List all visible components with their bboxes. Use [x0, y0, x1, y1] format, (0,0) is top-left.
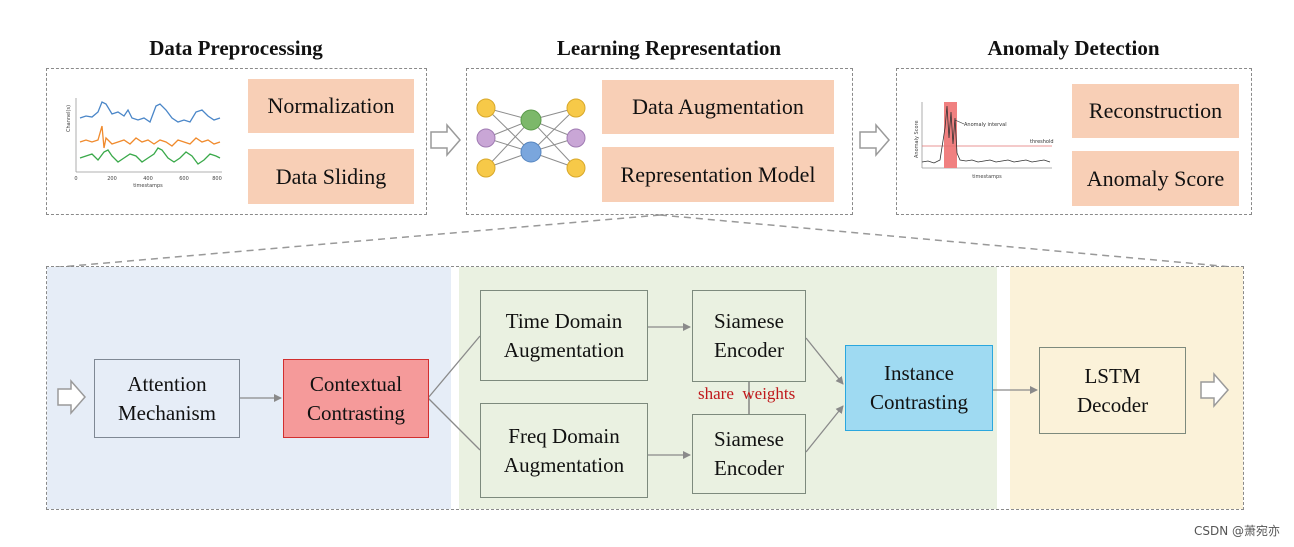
output-node-1: [566, 98, 586, 118]
thumbnail-tick-4: 800: [212, 176, 222, 182]
step-data-augmentation: Data Augmentation: [602, 80, 834, 134]
entry-arrow-icon: [57, 379, 86, 415]
output-node-2: [566, 128, 586, 148]
step-data-sliding: Data Sliding: [248, 149, 414, 204]
anomaly-xlabel: timestamps: [972, 174, 1002, 180]
thumbnail-tick-3: 600: [179, 176, 189, 182]
attention-mechanism-node: Attention Mechanism: [94, 359, 240, 438]
anomaly-interval: [944, 102, 957, 168]
hidden-node-1: [520, 109, 542, 131]
share-weights-label: share weights: [698, 384, 796, 403]
output-node-3: [566, 158, 586, 178]
contextual-contrasting-node: Contextual Contrasting: [283, 359, 429, 438]
anomaly-ylabel: Anomaly Score: [914, 120, 920, 158]
siamese-encoder-bottom-node: Siamese Encoder: [692, 414, 806, 494]
freq-domain-augmentation-node: Freq Domain Augmentation: [480, 403, 648, 498]
time-domain-augmentation-node: Time Domain Augmentation: [480, 290, 648, 381]
step-anomaly-score: Anomaly Score: [1072, 151, 1239, 206]
input-node-1: [476, 98, 496, 118]
thumbnail-tick-2: 400: [143, 176, 153, 182]
stage-arrow-icon-1: [430, 122, 461, 158]
step-reconstruction: Reconstruction: [1072, 84, 1239, 138]
zoom-line-left: [47, 214, 661, 269]
hidden-node-2: [520, 141, 542, 163]
step-normalization: Normalization: [248, 79, 414, 133]
input-node-2: [476, 128, 496, 148]
detail-panel-border: [46, 266, 1244, 510]
thumbnail-tick-0: 0: [74, 176, 77, 182]
lstm-decoder-node: LSTM Decoder: [1039, 347, 1186, 434]
stage-title-representation: Learning Representation: [556, 36, 782, 60]
stage-title-preprocessing: Data Preprocessing: [149, 36, 323, 60]
thumbnail-xlabel: timestamps: [133, 183, 163, 189]
watermark: CSDN @萧宛亦: [1193, 524, 1280, 538]
input-node-3: [476, 158, 496, 178]
series-blue: [79, 101, 221, 123]
siamese-encoder-top-node: Siamese Encoder: [692, 290, 806, 382]
series-orange: [79, 125, 221, 149]
series-green: [79, 147, 221, 165]
thumbnail-ylabel: Channel(s): [66, 105, 72, 132]
threshold-label: threshold: [1030, 139, 1054, 145]
zoom-line-right: [659, 214, 1244, 269]
stage-arrow-icon-2: [859, 122, 890, 158]
anomaly-score-line: [921, 105, 1051, 164]
instance-contrasting-node: Instance Contrasting: [845, 345, 993, 431]
anomaly-interval-label: Anomaly interval: [964, 122, 1007, 128]
exit-arrow-icon: [1200, 372, 1229, 408]
step-representation-model: Representation Model: [602, 147, 834, 202]
stage-title-detection: Anomaly Detection: [987, 36, 1160, 60]
thumbnail-tick-1: 200: [107, 176, 117, 182]
